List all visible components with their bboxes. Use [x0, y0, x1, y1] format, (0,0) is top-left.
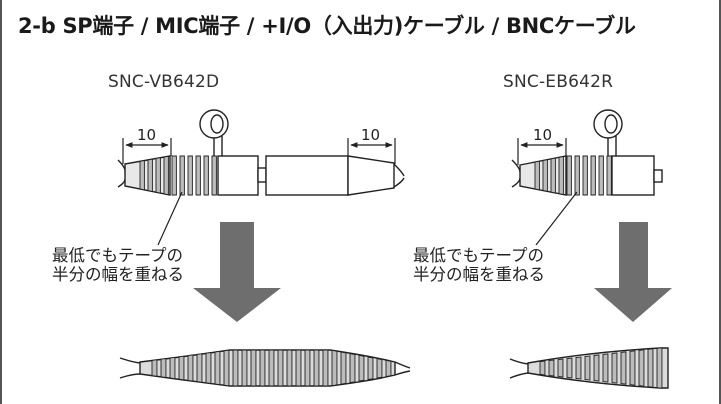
tape-wrap-left-after [151, 349, 392, 387]
left-down-arrow [193, 222, 281, 322]
right-note: 最低でもテープの 半分の幅を重ねる [413, 246, 545, 284]
frame-left-border [0, 0, 2, 404]
right-dimension-10 [517, 138, 567, 165]
right-dim-label: 10 [533, 126, 552, 144]
left-dim-label-1: 10 [137, 126, 156, 144]
left-leader-line [157, 191, 183, 246]
left-cable-before [117, 109, 405, 196]
tape-wrap-right-after [539, 347, 663, 389]
right-leader-line [535, 191, 578, 246]
right-model-label: SNC-EB642R [503, 72, 614, 92]
left-note-line-1: 最低でもテープの [52, 246, 184, 265]
right-cable-after [509, 347, 669, 389]
left-dim-label-2: 10 [361, 126, 380, 144]
frame-right-border [719, 0, 721, 404]
left-cable-after [119, 349, 411, 387]
left-dimension-10 [122, 138, 396, 164]
left-model-label: SNC-VB642D [108, 72, 220, 92]
tape-wrap-left-before [139, 155, 217, 196]
right-note-line-2: 半分の幅を重ねる [413, 265, 545, 284]
right-down-arrow [594, 222, 672, 322]
tape-wrap-right-before [534, 155, 612, 196]
left-note: 最低でもテープの 半分の幅を重ねる [52, 246, 184, 284]
left-note-line-2: 半分の幅を重ねる [52, 265, 184, 284]
right-cable-before [511, 109, 663, 196]
right-note-line-1: 最低でもテープの [413, 246, 545, 265]
figure-title: 2-b SP端子 / MIC端子 / +I/O（入出力)ケーブル / BNCケー… [18, 14, 636, 38]
